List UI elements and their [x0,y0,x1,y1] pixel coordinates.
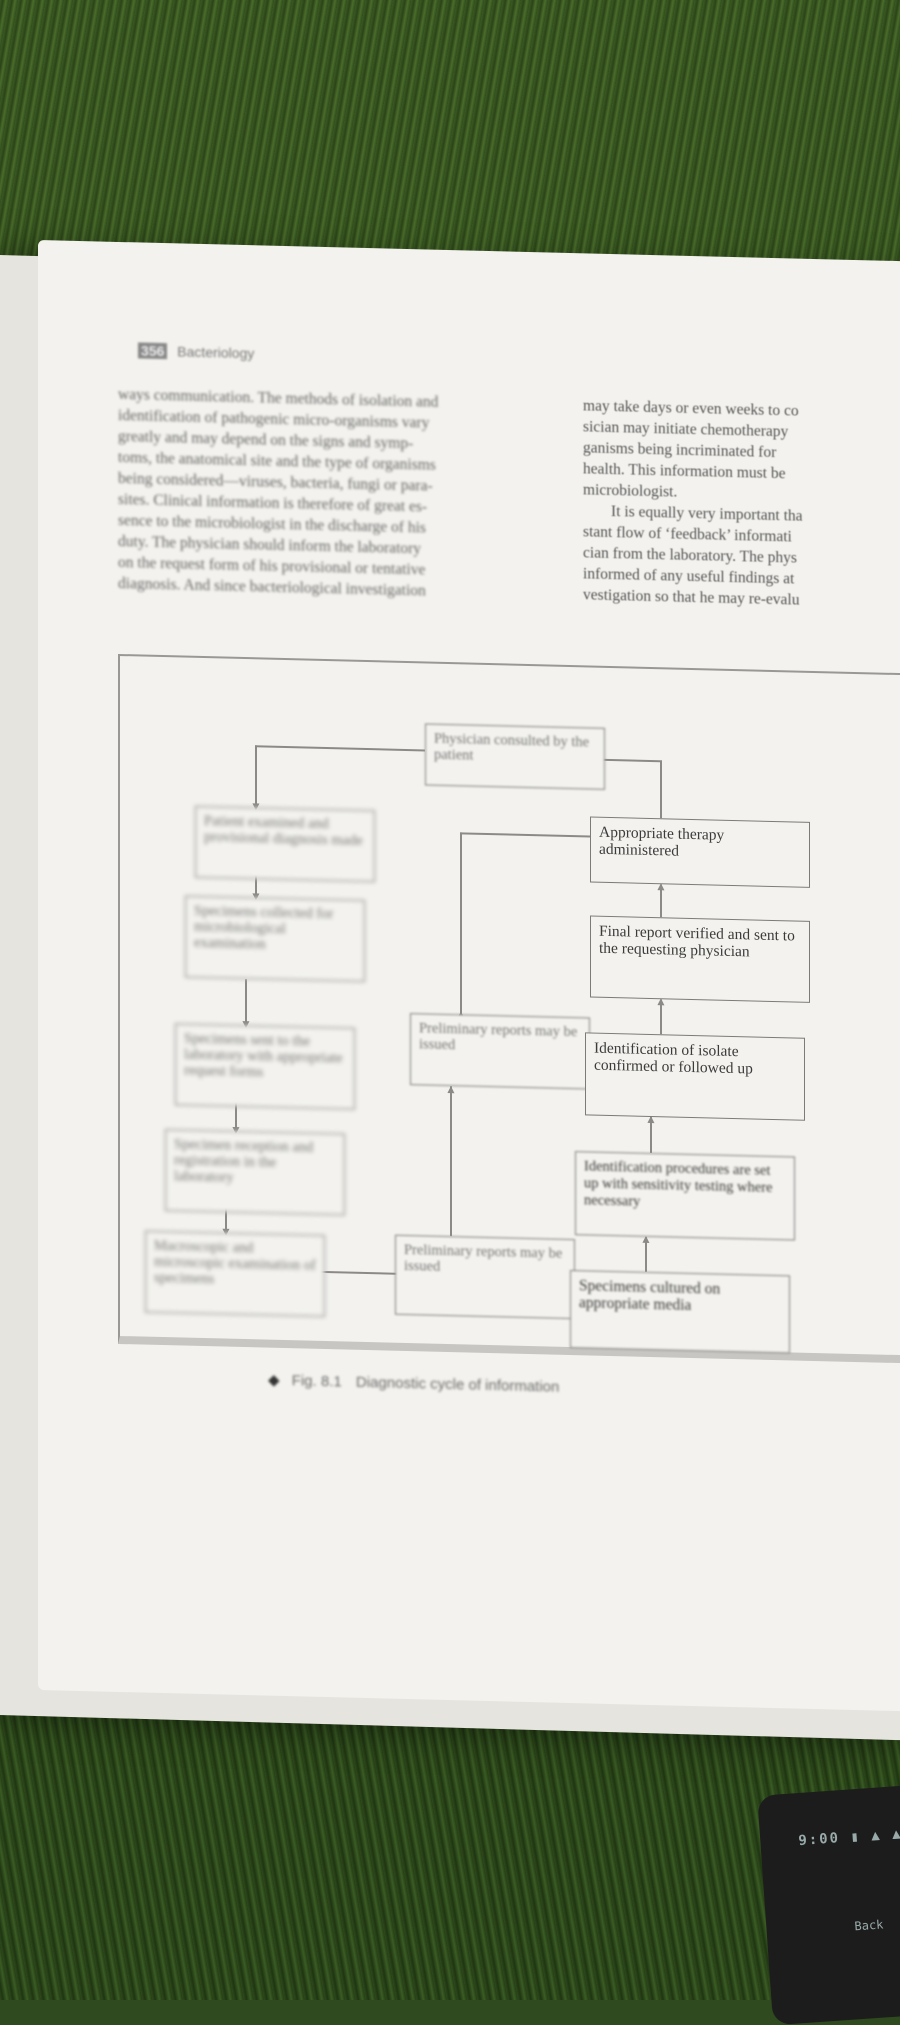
diagnostic-cycle-flowchart: ◀ ▼ ▼ ▼ ▼ ▼ ▶ ▲ ▲ ▲ ▲ ▶ ▲ ◀ ▲ ▶ Physicia… [118,653,900,1364]
flow-box-patient-examined: Patient examined and provisional diagnos… [195,805,375,883]
page-number: 356 [138,342,168,360]
connector-line [255,745,425,751]
book-page: 356 Bacteriology ways communication. The… [38,240,900,1712]
flow-box-macroscopic-examination: Macroscopic and microscopic examination … [145,1230,325,1318]
flow-box-appropriate-therapy: Appropriate therapy administered [590,816,810,888]
left-text-column: ways communication. The methods of isola… [118,384,558,605]
connector-line [460,832,462,1015]
figure-title: Diagnostic cycle of information [355,1373,560,1396]
flow-box-specimens-collected: Specimens collected for microbiological … [185,895,365,982]
flow-box-specimen-reception: Specimen reception and registration in t… [165,1129,345,1216]
flow-box-physician-consulted: Physician consulted by the patient [425,723,605,790]
grass-background-top [0,0,900,290]
flow-box-preliminary-reports-upper: Preliminary reports may be issued [410,1013,590,1090]
flow-box-final-report: Final report verified and sent to the re… [590,915,810,1003]
running-title: Bacteriology [177,343,255,362]
phone-back-label: Back [854,1917,884,1934]
flow-box-specimens-sent: Specimens sent to the laboratory with ap… [175,1023,355,1110]
figure-caption: ◆ Fig. 8.1 Diagnostic cycle of informati… [268,1371,559,1396]
phone-status-text: 9:00 ▮ ▲ ▲ [797,1825,900,1850]
flow-box-preliminary-reports-lower: Preliminary reports may be issued [395,1234,575,1320]
figure-label: Fig. 8.1 [291,1372,342,1391]
phone-device: 9:00 ▮ ▲ ▲ Back [757,1784,900,2025]
grass-background-bottom [0,1690,900,2000]
connector-line [255,745,257,808]
running-header: 356 Bacteriology [138,342,254,361]
connector-line [450,1086,452,1237]
right-text-column: may take days or even weeks to co sician… [583,395,900,613]
flow-box-identification-confirmed: Identification of isolate confirmed or f… [585,1032,805,1121]
caption-bullet-icon: ◆ [268,1371,280,1389]
connector-line [660,760,662,819]
flow-box-identification-procedures: Identification procedures are set up wit… [575,1151,795,1241]
flow-box-specimens-cultured: Specimens cultured on appropriate media [570,1270,790,1354]
